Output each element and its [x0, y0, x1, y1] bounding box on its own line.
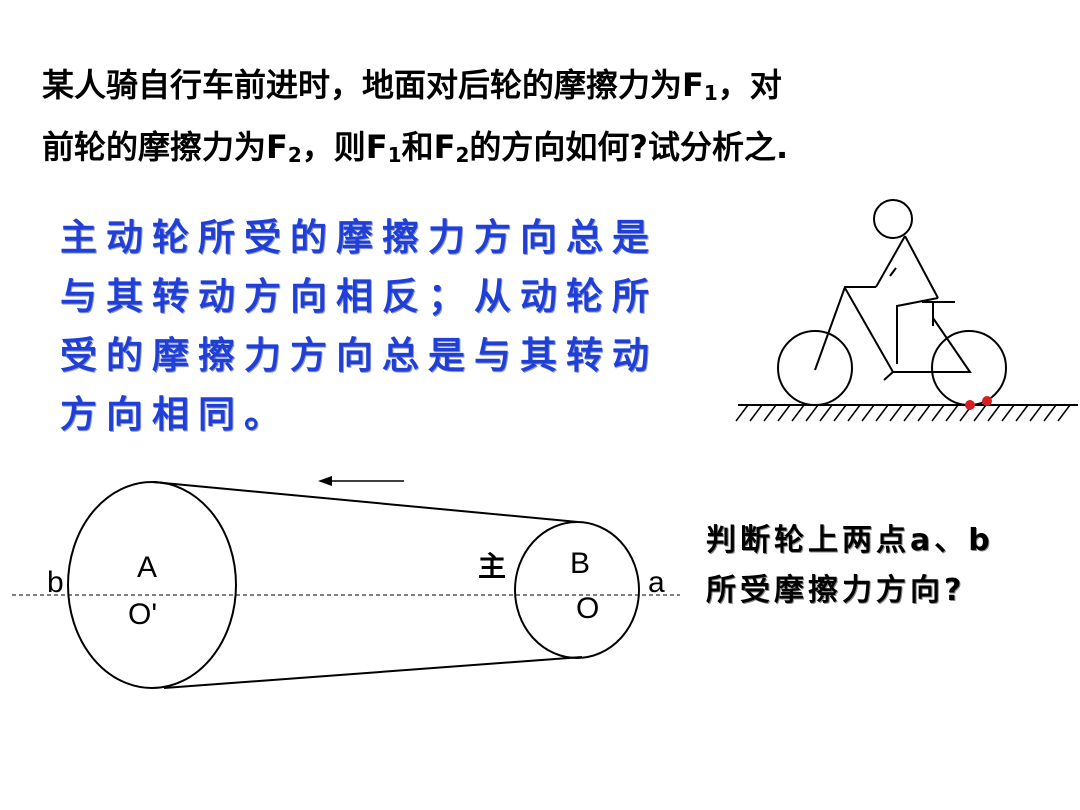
- judge-line-1: 判断轮上两点a、b: [706, 523, 994, 558]
- rider-front-leg: [896, 297, 939, 364]
- question-line2-mid2: 和F: [401, 128, 456, 166]
- label-O-left: O': [128, 598, 157, 631]
- rider-arm-lower: [889, 267, 897, 277]
- subscript-2: 2: [287, 143, 302, 167]
- direction-arrow-icon: [318, 476, 332, 486]
- judge-line-2: 所受摩擦力方向?: [706, 573, 966, 608]
- rear-wheel: [777, 330, 853, 406]
- question-line1-end: ，对: [717, 66, 782, 104]
- contact-point-2: [982, 396, 992, 406]
- question-line2-end: 的方向如何?试分析之.: [469, 128, 789, 166]
- label-b: b: [47, 566, 64, 599]
- pulley-small: [514, 521, 640, 659]
- question-text: 某人骑自行车前进时，地面对后轮的摩擦力为F1，对前轮的摩擦力为F2，则F1和F2…: [42, 58, 1052, 182]
- subscript-2b: 2: [455, 143, 470, 167]
- pulley-large: [67, 481, 237, 689]
- rider-upper-leg: [814, 286, 876, 371]
- label-B: B: [570, 547, 590, 580]
- question-line2-mid1: ，则F: [301, 128, 388, 166]
- bike-frame: [844, 287, 972, 373]
- rider-head: [873, 199, 913, 239]
- label-a: a: [648, 566, 665, 599]
- contact-point-1: [965, 400, 975, 410]
- belt-drive-figure: [12, 476, 680, 689]
- rider-arm: [904, 235, 939, 299]
- judge-question: 判断轮上两点a、b 所受摩擦力方向?: [706, 516, 1066, 616]
- subscript-1b: 1: [387, 143, 402, 167]
- answer-line-3: 受的摩擦力方向总是与其转动: [60, 334, 658, 377]
- question-line2-text: 前轮的摩擦力为F: [42, 128, 288, 166]
- answer-line-2: 与其转动方向相反；从动轮所: [60, 275, 658, 318]
- label-driving: 主: [478, 550, 506, 583]
- answer-text: 主动轮所受的摩擦力方向总是与其转动方向相反；从动轮所受的摩擦力方向总是与其转动方…: [60, 208, 700, 444]
- front-wheel: [931, 330, 1007, 406]
- subscript-1: 1: [703, 81, 718, 105]
- ground-hatching: [735, 404, 1071, 422]
- answer-line-4: 方向相同。: [60, 393, 290, 436]
- rider-body: [875, 235, 906, 288]
- belt-bottom: [163, 656, 583, 689]
- label-O-right: O: [576, 592, 599, 625]
- bike-fork-cross: [883, 371, 894, 381]
- belt-top: [152, 481, 579, 523]
- bicycle-figure: [735, 199, 1078, 422]
- question-line1-text: 某人骑自行车前进时，地面对后轮的摩擦力为F: [42, 66, 704, 104]
- label-A: A: [137, 551, 157, 584]
- answer-line-1: 主动轮所受的摩擦力方向总是: [60, 216, 658, 259]
